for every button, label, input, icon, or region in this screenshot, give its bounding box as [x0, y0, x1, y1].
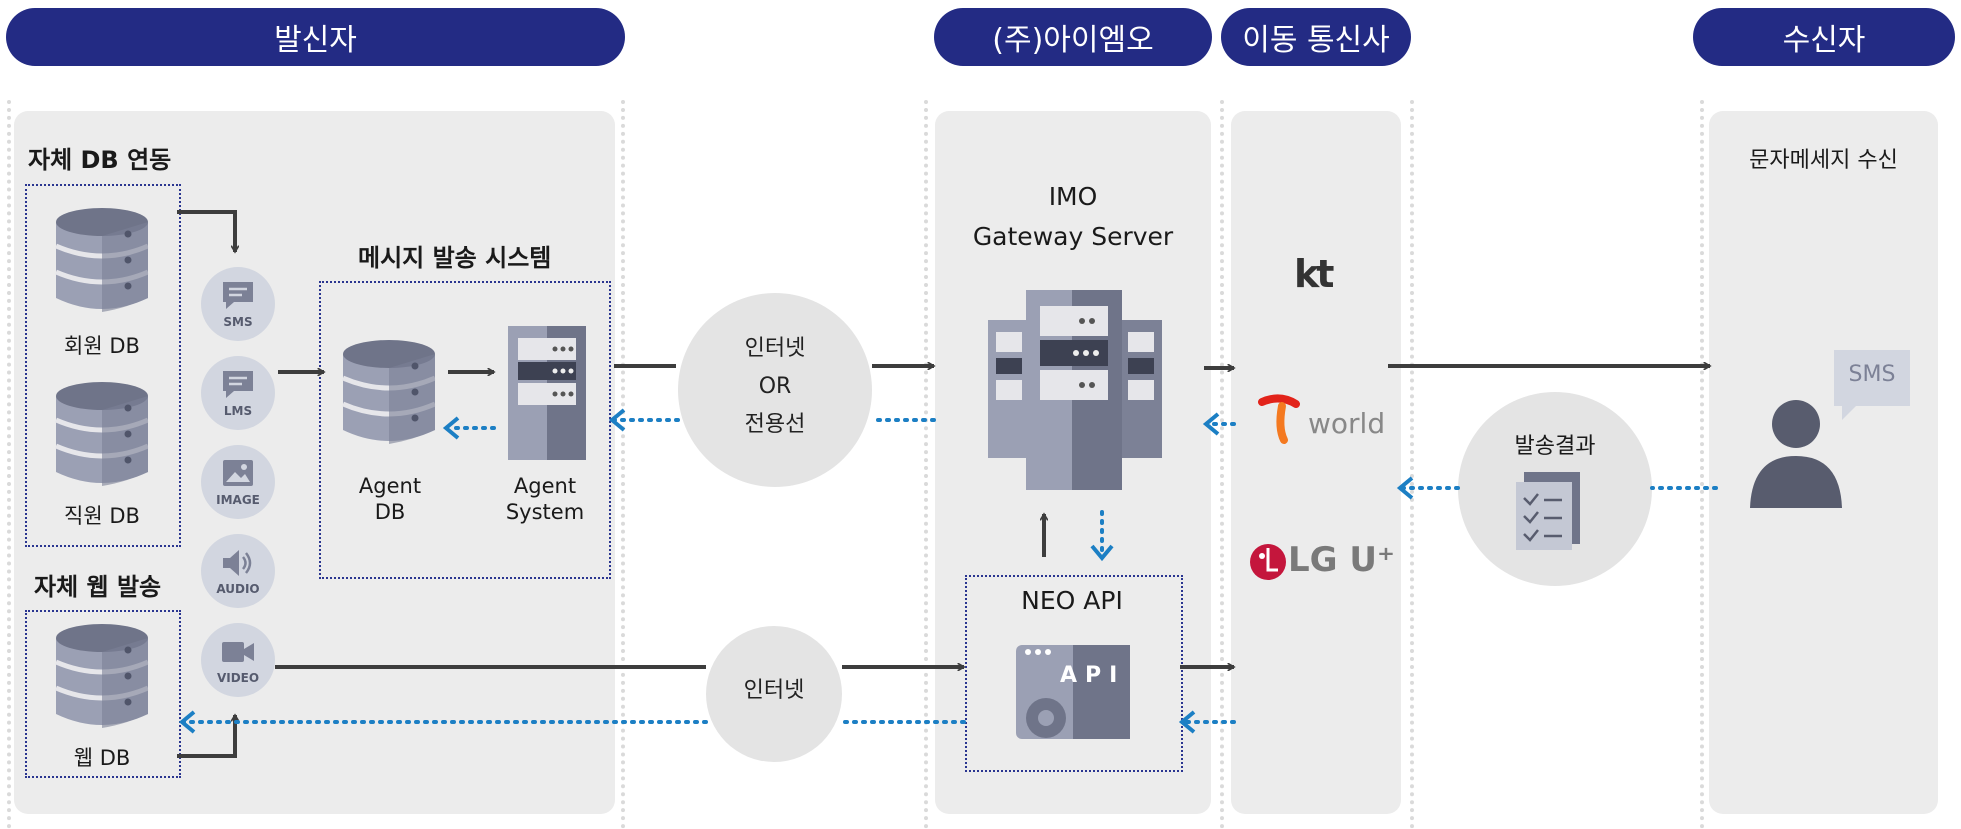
own-db-box	[25, 184, 181, 547]
tworld-logo-icon	[1258, 394, 1300, 444]
member-db-icon	[56, 208, 148, 312]
message-system-title: 메시지 발송 시스템	[358, 244, 552, 272]
header-carrier: 이동 통신사	[1221, 8, 1411, 66]
gateway-server-icon	[988, 290, 1162, 490]
divider	[1220, 100, 1224, 829]
media-sms: SMS	[201, 267, 275, 341]
divider	[621, 100, 625, 829]
message-system-box	[319, 281, 611, 579]
neo-api-box	[965, 575, 1183, 772]
gateway-title-line2: Gateway Server	[972, 222, 1174, 251]
sms-bubble-text: SMS	[1848, 362, 1896, 387]
divider	[1700, 100, 1704, 829]
agent-db-icon	[343, 340, 435, 444]
header-imo: (주)아이엠오	[934, 8, 1212, 66]
network-circle-bottom	[706, 626, 842, 762]
web-db-icon	[56, 624, 148, 728]
network-top-line3: 전용선	[744, 412, 806, 437]
web-db-box	[25, 610, 181, 778]
result-label: 발송결과	[1514, 434, 1596, 459]
header-receiver: 수신자	[1693, 8, 1955, 66]
member-db-label: 회원 DB	[64, 334, 140, 358]
media-image-label: IMAGE	[216, 493, 260, 507]
media-image: IMAGE	[201, 445, 275, 519]
gateway-title-line1: IMO	[1048, 182, 1098, 211]
divider	[7, 100, 11, 829]
receiver-title: 문자메세지 수신	[1749, 148, 1898, 173]
network-bottom-label: 인터넷	[743, 678, 805, 703]
media-audio: AUDIO	[201, 534, 275, 608]
receiver-panel	[1709, 111, 1938, 814]
agent-system-label-line1: Agent	[513, 474, 577, 498]
tworld-logo-text: world	[1308, 407, 1386, 440]
divider	[1410, 100, 1414, 829]
chat-icon	[223, 371, 253, 398]
staff-db-icon	[56, 382, 148, 486]
kt-logo: kt	[1294, 252, 1334, 296]
media-lms-label: LMS	[223, 404, 253, 418]
header-sender: 발신자	[6, 8, 625, 66]
agent-db-label-line1: Agent	[358, 474, 422, 498]
chat-icon	[223, 282, 253, 309]
network-circle-top	[678, 293, 872, 487]
agent-db-label-line2: DB	[374, 500, 406, 524]
media-audio-label: AUDIO	[216, 582, 260, 596]
lgu-logo-icon	[1250, 544, 1286, 580]
media-lms: LMS	[201, 356, 275, 430]
speaker-icon	[223, 550, 252, 576]
own-db-title: 자체 DB 연동	[28, 146, 172, 174]
network-top-line1: 인터넷	[744, 336, 806, 361]
web-db-label: 웹 DB	[73, 746, 131, 770]
video-camera-icon	[222, 642, 254, 662]
staff-db-label: 직원 DB	[64, 504, 140, 528]
receiver-person-icon	[1750, 350, 1910, 508]
agent-system-label-line2: System	[505, 500, 585, 524]
agent-system-icon	[508, 326, 586, 460]
lgu-logo-text: LG U⁺	[1288, 540, 1395, 580]
image-icon	[223, 460, 253, 486]
api-window-icon	[1016, 645, 1130, 739]
divider	[924, 100, 928, 829]
own-web-title: 자체 웹 발송	[34, 573, 162, 601]
result-document-icon	[1516, 472, 1580, 550]
network-top-line2: OR	[758, 374, 792, 399]
media-sms-label: SMS	[223, 315, 253, 329]
neo-api-title: NEO API	[1021, 586, 1123, 615]
api-icon-text: API	[1060, 663, 1126, 688]
media-video: VIDEO	[201, 623, 275, 697]
carrier-panel	[1231, 111, 1401, 814]
media-video-label: VIDEO	[216, 671, 260, 685]
